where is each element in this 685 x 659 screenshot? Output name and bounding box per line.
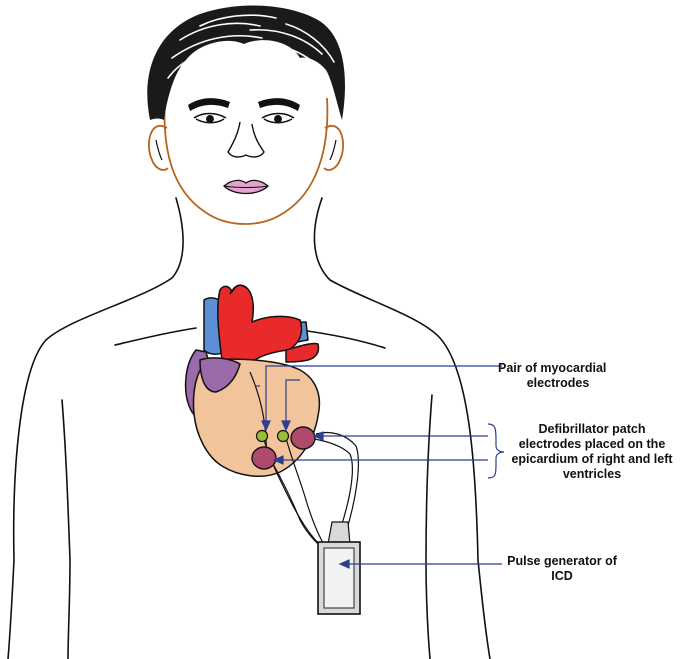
lips xyxy=(223,179,269,195)
heart-ventricles xyxy=(192,358,321,478)
left-eyebrow xyxy=(188,98,230,111)
right-eye xyxy=(261,112,295,124)
pulmonary-artery xyxy=(285,342,320,363)
label-patch-line3: epicardium of right and left xyxy=(511,452,673,466)
face xyxy=(148,97,344,225)
label-pulse-generator: Pulse generator of ICD xyxy=(502,554,622,584)
left-ear xyxy=(148,125,169,171)
right-eyebrow xyxy=(258,98,300,111)
face-outline xyxy=(163,97,329,225)
left-eye xyxy=(193,112,227,124)
patch-electrode-right-ventricle xyxy=(251,446,277,470)
label-myocardial-electrodes: Pair of myocardial electrodes xyxy=(498,361,618,391)
heart xyxy=(184,284,321,478)
label-patch-line2: electrodes placed on the xyxy=(518,437,666,451)
label-patch-line1: Defibrillator patch xyxy=(538,422,646,436)
right-ear xyxy=(323,125,344,171)
label-patch-line4: ventricles xyxy=(562,467,622,481)
label-myocardial-line2: electrodes xyxy=(526,376,590,390)
pulse-generator xyxy=(317,521,361,615)
label-myocardial-line1: Pair of myocardial xyxy=(498,361,607,375)
label-generator-line2: ICD xyxy=(551,569,573,583)
patch-electrode-left-ventricle xyxy=(290,426,316,450)
hair xyxy=(147,5,345,120)
label-defibrillator-patches: Defibrillator patch electrodes placed on… xyxy=(502,422,682,482)
pointer-lines xyxy=(256,365,505,569)
label-generator-line1: Pulse generator of xyxy=(507,554,617,568)
myocardial-electrode-1 xyxy=(255,429,269,443)
nose xyxy=(227,121,265,158)
myocardial-electrode-2 xyxy=(276,429,290,443)
